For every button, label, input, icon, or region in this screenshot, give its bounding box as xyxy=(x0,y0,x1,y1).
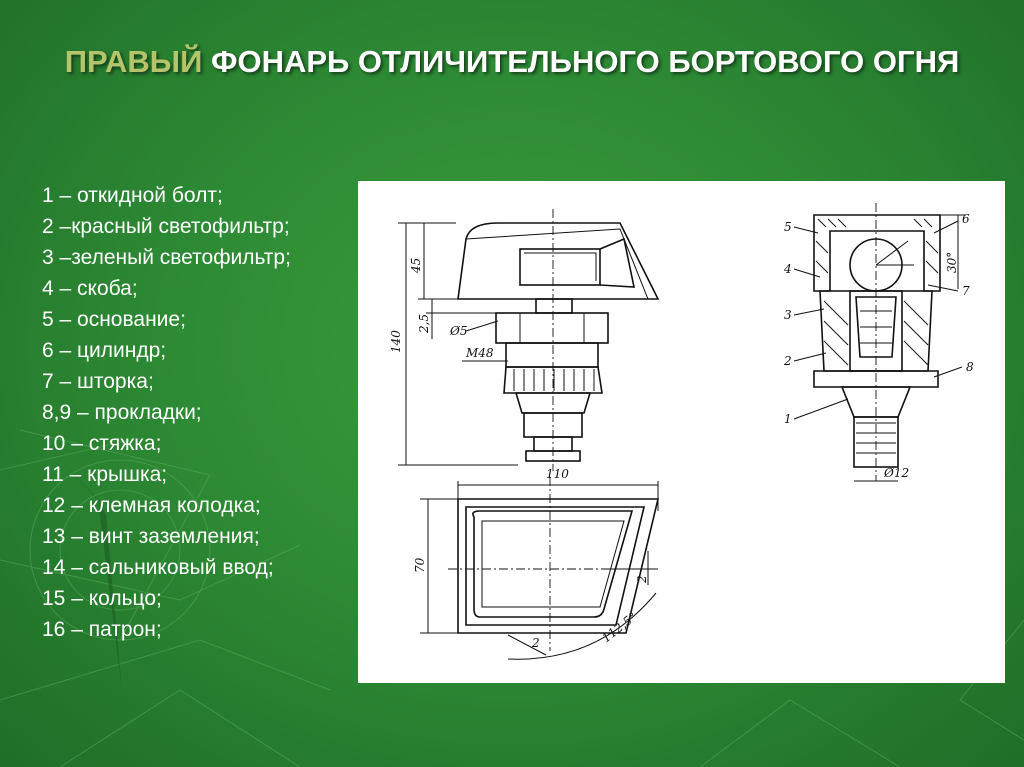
legend-item: 1 – откидной болт; xyxy=(42,184,223,207)
technical-drawing-panel: 140 45 2,5 Ø5 M48 110 70 2 2 112,5° xyxy=(358,181,1005,683)
callout-6: 6 xyxy=(962,212,970,226)
dim-width: 110 xyxy=(546,467,569,481)
callout-3: 3 xyxy=(784,308,792,322)
dim-angle-plan: 112,5° xyxy=(599,609,639,645)
dim-angle-section: 30° xyxy=(945,252,959,273)
legend-item: 13 – винт заземления; xyxy=(42,525,260,548)
callout-5: 5 xyxy=(784,220,792,234)
legend-item: 4 – скоба; xyxy=(42,277,138,300)
legend-item: 12 – клемная колодка; xyxy=(42,494,261,517)
dim-thread: M48 xyxy=(465,346,494,360)
legend-item: 7 – шторка; xyxy=(42,370,154,393)
dim-diameter: Ø12 xyxy=(883,466,909,480)
title-text: ФОНАРЬ ОТЛИЧИТЕЛЬНОГО БОРТОВОГО ОГНЯ xyxy=(202,44,960,79)
legend-item: 15 – кольцо; xyxy=(42,587,162,610)
callout-1: 1 xyxy=(784,412,792,426)
lamp-head xyxy=(457,222,660,300)
callout-4: 4 xyxy=(783,262,792,276)
dim-height-total: 140 xyxy=(389,330,403,353)
legend-item: 10 – стяжка; xyxy=(42,432,162,455)
title-highlight: ПРАВЫЙ xyxy=(64,44,203,79)
filter-window xyxy=(519,248,601,286)
dim-offset: 2,5 xyxy=(417,314,431,334)
slide-title: ПРАВЫЙ ФОНАРЬ ОТЛИЧИТЕЛЬНОГО БОРТОВОГО О… xyxy=(40,42,984,82)
plan-view: 110 70 2 2 112,5° xyxy=(413,467,660,660)
hex-nut xyxy=(495,312,609,344)
technical-drawing: 140 45 2,5 Ø5 M48 110 70 2 2 112,5° xyxy=(389,203,974,660)
dim-gap-2: 2 xyxy=(531,636,540,650)
front-view: 140 45 2,5 Ø5 M48 xyxy=(389,209,660,471)
dim-gap-1: 2 xyxy=(635,575,649,584)
legend-item: 8,9 – прокладки; xyxy=(42,401,202,424)
legend-item: 6 – цилиндр; xyxy=(42,339,167,362)
dim-hole: Ø5 xyxy=(449,324,467,338)
plan-window xyxy=(472,510,634,618)
legend-item: 2 –красный светофильтр; xyxy=(42,215,290,238)
legend-item: 14 – сальниковый ввод; xyxy=(42,556,274,579)
dim-depth: 70 xyxy=(413,557,427,573)
dim-height-head: 45 xyxy=(409,258,423,274)
legend-item: 5 – основание; xyxy=(42,308,186,331)
callout-8: 8 xyxy=(966,360,974,374)
legend-item: 3 –зеленый светофильтр; xyxy=(42,246,291,269)
plan-outline-outer xyxy=(457,498,660,634)
callout-7: 7 xyxy=(962,284,970,298)
section-view: 30° Ø12 5 6 4 7 3 2 8 1 xyxy=(783,203,974,482)
legend-item: 16 – патрон; xyxy=(42,618,162,641)
knurled-ring xyxy=(503,366,603,394)
section-flange xyxy=(813,370,939,388)
parts-legend: 1 – откидной болт; 2 –красный светофильт… xyxy=(42,180,291,645)
legend-item: 11 – крышка; xyxy=(42,463,168,486)
callout-2: 2 xyxy=(783,354,792,368)
